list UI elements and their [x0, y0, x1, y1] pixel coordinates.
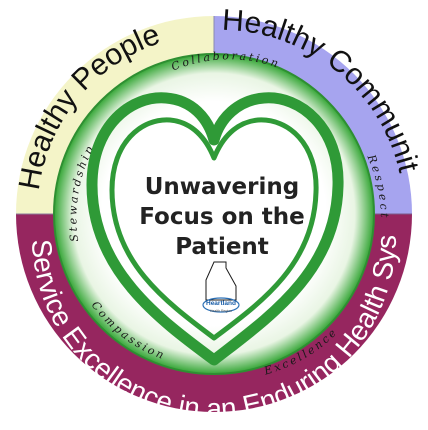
center-line-3: Patient	[175, 234, 269, 260]
heartland-logo-icon: Heartland Health Region	[202, 261, 240, 313]
center-line-1: Unwavering	[145, 174, 299, 200]
center-line-2: Focus on the	[139, 204, 304, 230]
heart-icon	[86, 92, 344, 366]
logo-subtitle: Health Region	[210, 309, 232, 313]
logo-name: Heartland	[206, 300, 236, 307]
